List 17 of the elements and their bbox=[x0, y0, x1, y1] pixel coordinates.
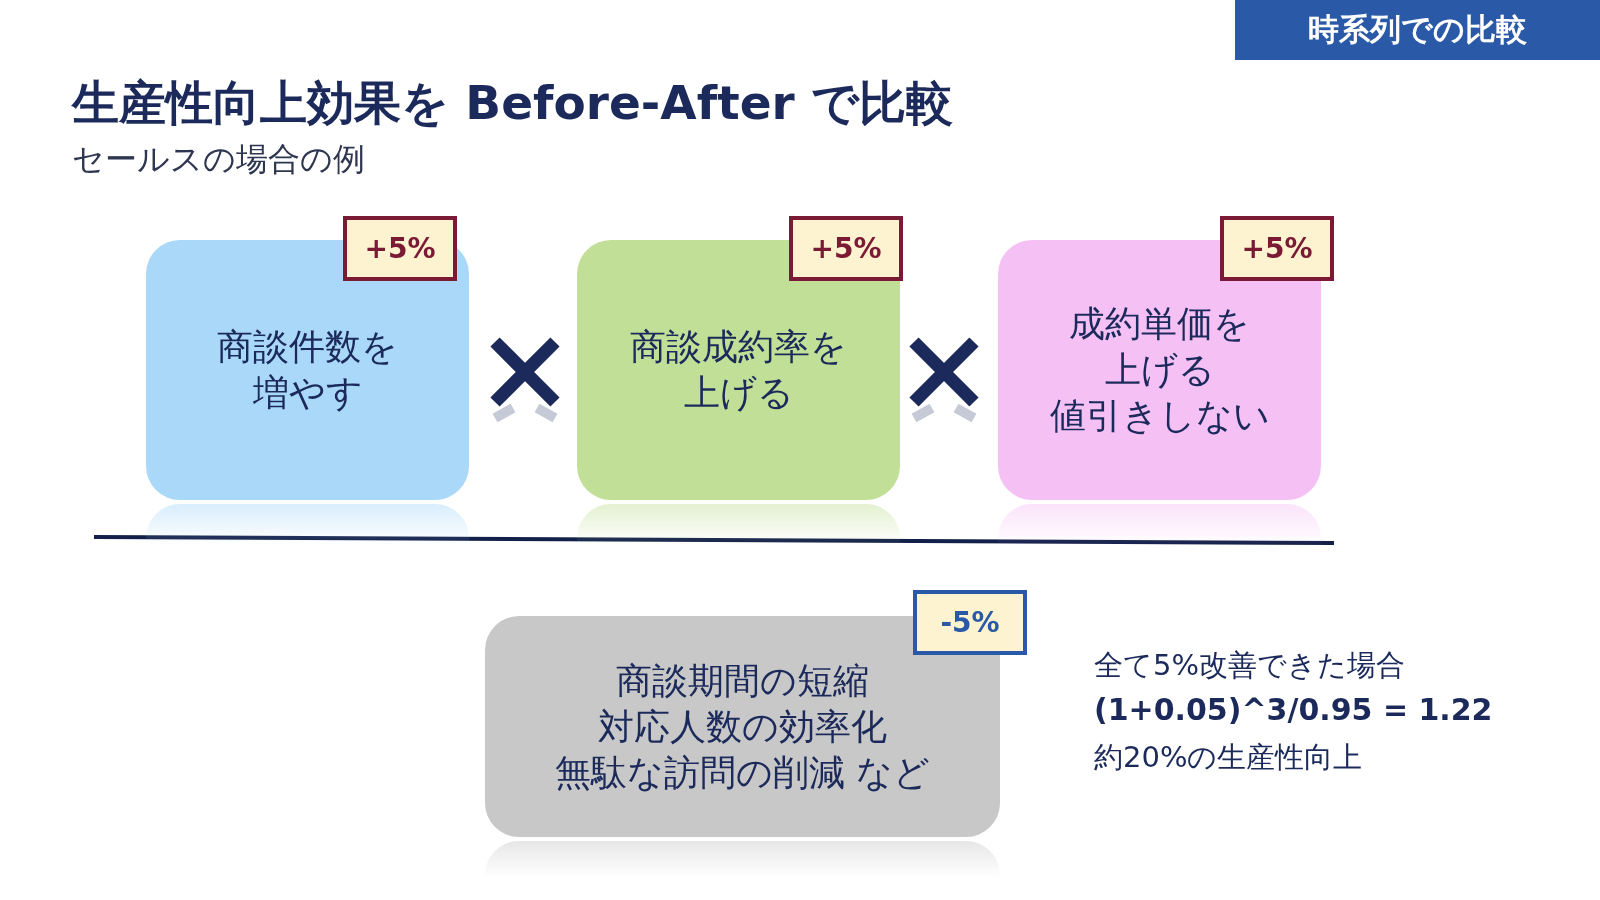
formula-text: (1+0.05)^3/0.95 = 1.22 bbox=[1094, 692, 1493, 727]
note-text: 全て5%改善できた場合 bbox=[1094, 647, 1405, 684]
header-tab: 時系列での比較 bbox=[1235, 0, 1600, 60]
box-text: 対応人数の効率化 bbox=[598, 704, 887, 749]
box-text: 成約単価を上げる bbox=[1068, 302, 1251, 392]
subtitle: セールスの場合の例 bbox=[72, 139, 365, 180]
percent-badge: -5% bbox=[913, 590, 1027, 655]
note-text: 約20%の生産性向上 bbox=[1094, 739, 1363, 776]
percent-badge: +5% bbox=[343, 216, 457, 281]
box-text: 商談件数を増やす bbox=[216, 325, 399, 415]
percent-badge: +5% bbox=[789, 216, 903, 281]
box-text: 値引きしない bbox=[1049, 394, 1270, 438]
box-text: 商談期間の短縮 bbox=[616, 658, 869, 703]
box-text: 無駄な訪問の削減 など bbox=[554, 750, 931, 795]
box-text: 商談成約率を上げる bbox=[629, 325, 848, 415]
title: 生産性向上効果を Before-After で比較 bbox=[72, 74, 954, 132]
percent-badge: +5% bbox=[1220, 216, 1334, 281]
